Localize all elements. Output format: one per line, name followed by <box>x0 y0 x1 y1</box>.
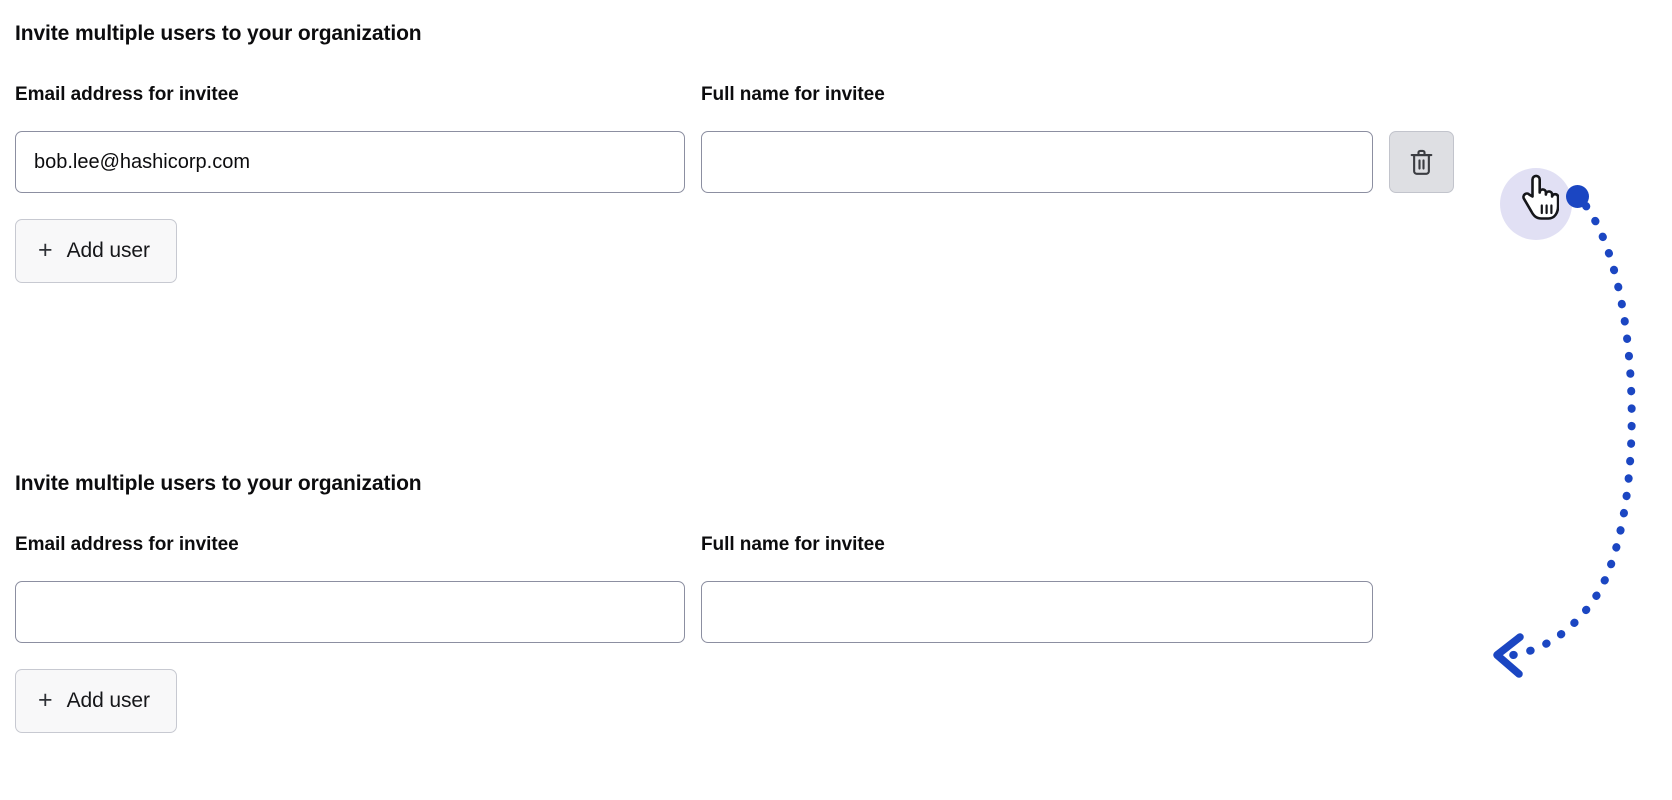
email-input-2[interactable] <box>15 581 685 643</box>
email-field-label-2: Email address for invitee <box>15 534 239 555</box>
page-title: Invite multiple users to your organizati… <box>15 22 422 45</box>
add-user-button-2[interactable]: + Add user <box>15 669 177 733</box>
add-user-button[interactable]: + Add user <box>15 219 177 283</box>
add-user-button-label: Add user <box>66 239 150 262</box>
action-arrow-path <box>1499 202 1636 660</box>
email-field-label: Email address for invitee <box>15 84 239 105</box>
page-title-2: Invite multiple users to your organizati… <box>15 472 422 495</box>
pointing-hand-cursor-icon <box>1519 172 1559 222</box>
full-name-input-2[interactable] <box>701 581 1373 643</box>
click-target-dot <box>1566 185 1589 208</box>
full-name-field-label: Full name for invitee <box>701 84 885 105</box>
full-name-input[interactable] <box>701 131 1373 193</box>
plus-icon: + <box>38 235 53 264</box>
email-input[interactable] <box>15 131 685 193</box>
cursor-halo <box>1500 168 1572 240</box>
add-user-button-label-2: Add user <box>66 689 150 712</box>
arrow-head-icon <box>1493 633 1524 678</box>
full-name-field-label-2: Full name for invitee <box>701 534 885 555</box>
trash-icon <box>1408 148 1435 177</box>
plus-icon-2: + <box>38 685 53 714</box>
delete-invitee-button[interactable] <box>1389 131 1454 193</box>
